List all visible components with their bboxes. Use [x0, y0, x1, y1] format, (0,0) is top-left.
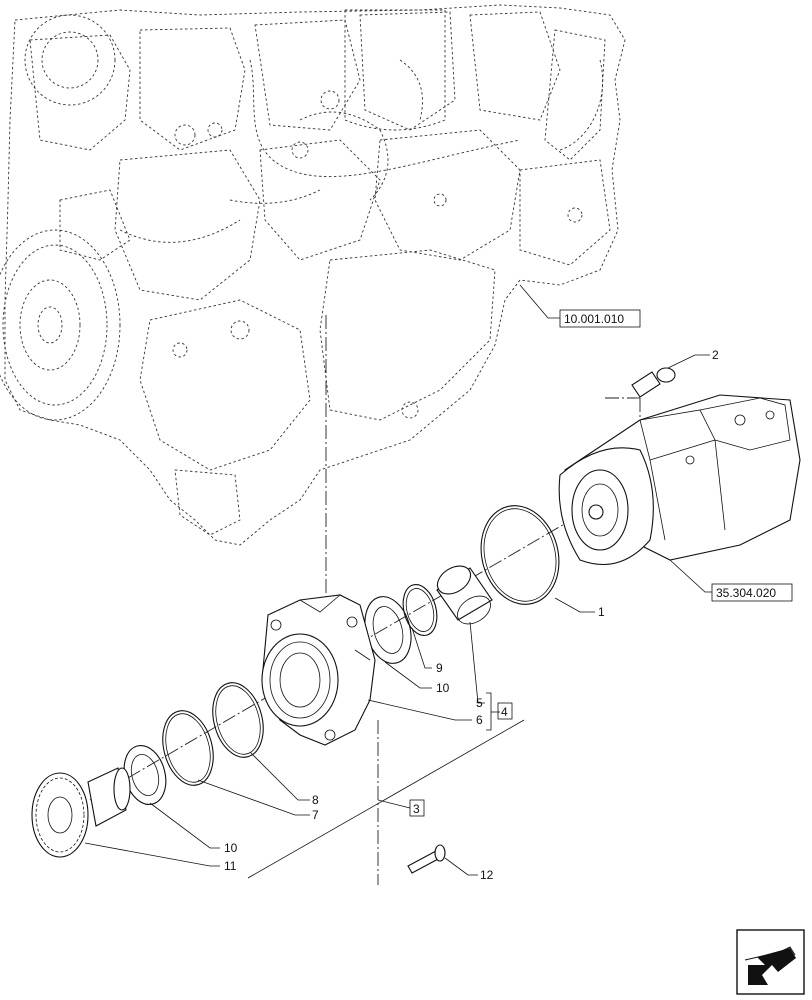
reference-pump-section[interactable]: 35.304.020 — [711, 583, 793, 602]
callout-10-upper: 10 — [436, 681, 450, 695]
assembly-axis-lines — [89, 315, 641, 885]
callout-2: 2 — [712, 348, 719, 362]
next-page-arrow-icon[interactable] — [736, 929, 805, 995]
bushing-part-5[interactable] — [432, 560, 495, 629]
bolt-part-2[interactable] — [631, 367, 676, 398]
callout-6: 6 — [476, 713, 483, 727]
kit-callout-3: 3 — [409, 799, 425, 817]
reference-engine-section[interactable]: 10.001.010 — [559, 309, 641, 328]
hydraulic-pump-part[interactable] — [558, 394, 801, 566]
svg-text:10.001.010: 10.001.010 — [564, 312, 624, 326]
callout-7: 7 — [312, 808, 319, 822]
callout-11: 11 — [224, 859, 237, 873]
screw-part-12[interactable] — [407, 844, 446, 874]
svg-text:3: 3 — [413, 802, 420, 816]
svg-text:35.304.020: 35.304.020 — [716, 586, 776, 600]
o-ring-part-1[interactable] — [470, 497, 569, 613]
callout-5: 5 — [476, 696, 483, 710]
callout-10-lower: 10 — [224, 841, 238, 855]
kit-callout-4: 4 — [497, 702, 513, 720]
callout-8: 8 — [312, 793, 319, 807]
engine-block-illustration — [0, 4, 626, 546]
callout-1: 1 — [598, 605, 605, 619]
callout-12: 12 — [480, 868, 494, 882]
o-ring-part-7[interactable] — [155, 705, 221, 791]
o-ring-part-8[interactable] — [205, 677, 271, 763]
snap-ring-part-9[interactable] — [398, 581, 442, 640]
callout-labels: 1 2 9 10 5 6 8 7 10 11 12 — [224, 348, 719, 882]
pump-drive-housing-part-6[interactable] — [261, 594, 376, 746]
callout-leader-lines — [84, 284, 712, 879]
callout-9: 9 — [436, 661, 443, 675]
svg-text:4: 4 — [501, 705, 508, 719]
gear-shaft-part-11[interactable] — [31, 767, 131, 858]
